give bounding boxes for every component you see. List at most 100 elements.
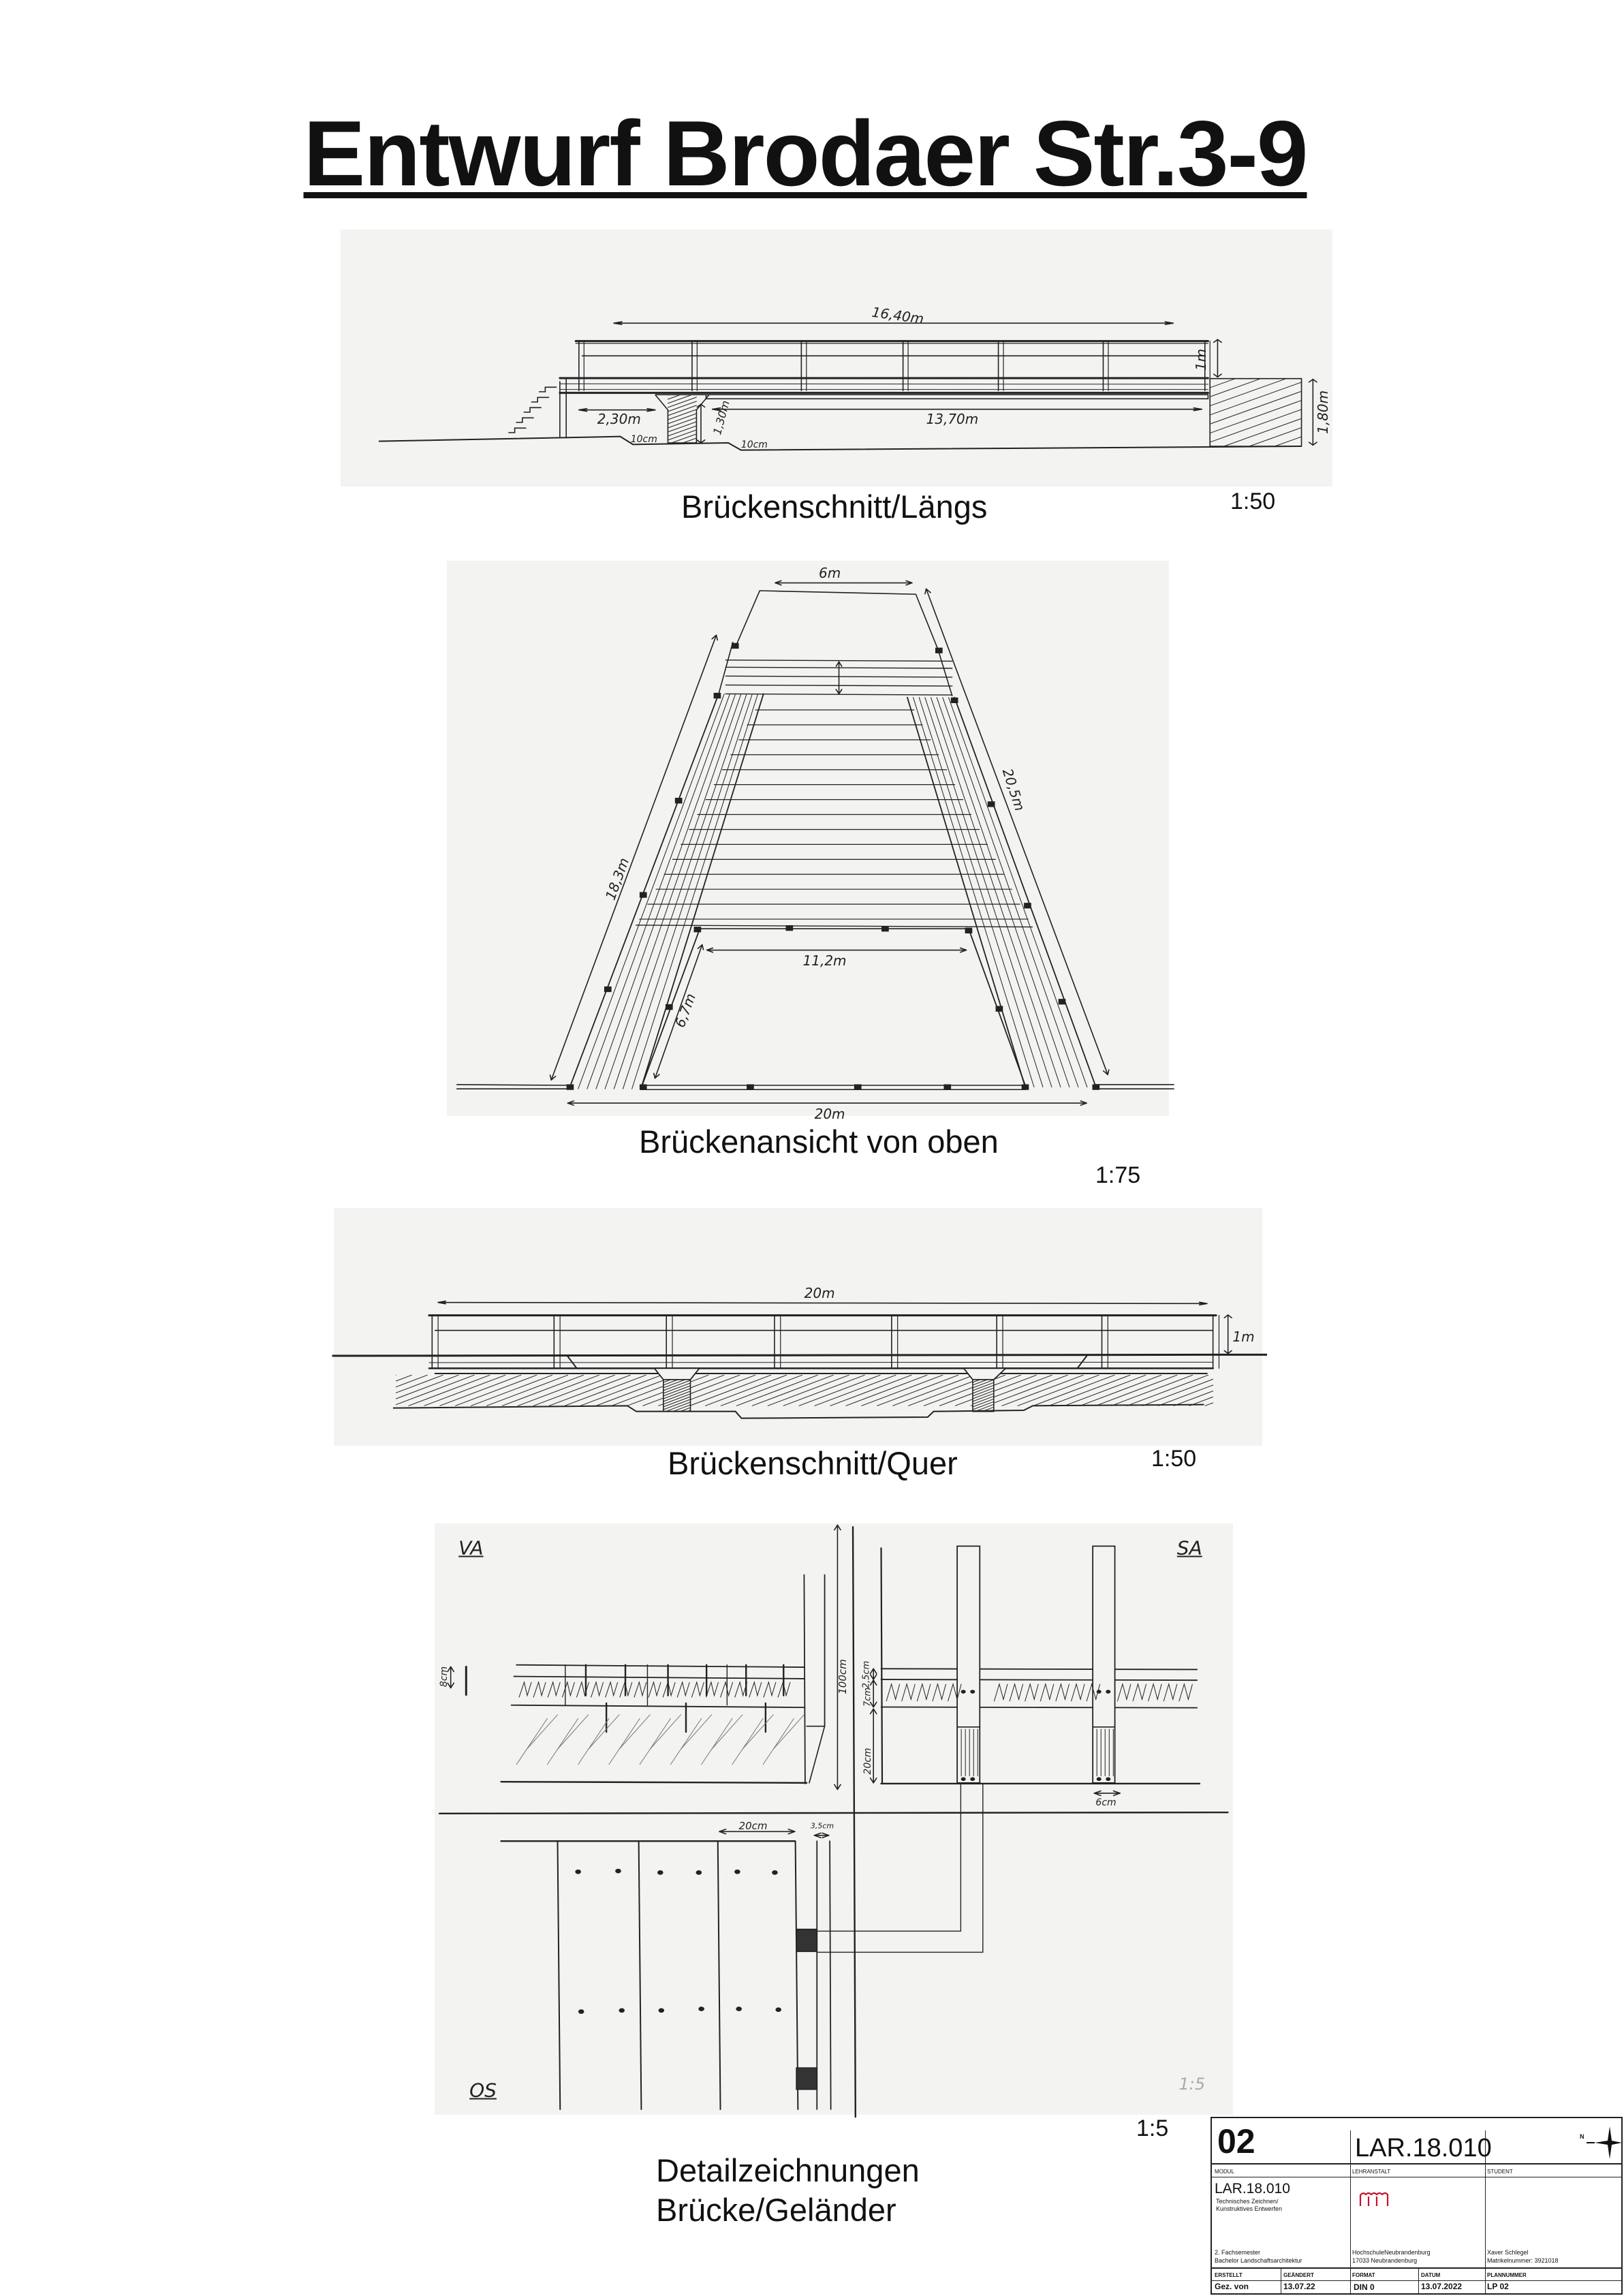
crossbar-edge xyxy=(719,642,733,694)
pier-hatch xyxy=(973,1401,994,1410)
arrow-head xyxy=(871,1675,874,1679)
wood-hatch xyxy=(650,1715,681,1750)
left-arm-board xyxy=(587,694,730,1089)
screw-hole xyxy=(776,2008,781,2012)
pier-cap xyxy=(655,1368,700,1380)
left-arm-board xyxy=(596,694,736,1089)
arrow-head xyxy=(702,945,704,950)
right-arm-board xyxy=(931,698,1061,1087)
pier-hatch xyxy=(973,1382,994,1391)
crossbar-board xyxy=(725,660,952,662)
drawing-top-view xyxy=(447,561,1169,1116)
post-strip xyxy=(830,1841,831,2109)
arrow-head xyxy=(707,948,713,950)
arrow-head xyxy=(550,1075,552,1080)
wood-hatch xyxy=(557,1715,588,1750)
wood-hatch xyxy=(763,1718,794,1764)
dim-rail-7: 7cm xyxy=(862,1688,873,1707)
arrow-head xyxy=(647,410,655,412)
arrow-head xyxy=(1104,1071,1108,1074)
details-sketch: VA SA OS 1:5 100cm 8cm 2,5cm 7cm 20cm 6c… xyxy=(429,1519,1233,2119)
soil-hatch xyxy=(768,1375,849,1406)
school-logo xyxy=(1359,2192,1389,2206)
wood-hatch xyxy=(712,1715,743,1750)
soil-hatch xyxy=(1002,1375,1083,1406)
dim-post-height: 100cm xyxy=(836,1658,849,1694)
wood-grain xyxy=(1056,1684,1069,1701)
wood-hatch xyxy=(516,1718,547,1764)
soil-hatch xyxy=(690,1375,771,1406)
pier-hatch xyxy=(672,434,696,443)
stair-step xyxy=(516,418,533,422)
pier-hatch xyxy=(973,1393,994,1401)
wood-hatch xyxy=(547,1718,578,1764)
bolt-marker xyxy=(640,1085,646,1089)
wood-grain xyxy=(1133,1684,1146,1701)
soil-hatch xyxy=(396,1375,427,1386)
wood-grain xyxy=(706,1682,718,1697)
arrow-head xyxy=(448,1683,451,1688)
pier-hatch xyxy=(673,1405,691,1412)
arrow-head xyxy=(788,1831,795,1833)
rail-line xyxy=(881,1707,1198,1708)
wood-hatch xyxy=(640,1718,670,1764)
wood-hatch xyxy=(773,1715,804,1750)
soil-hatch xyxy=(409,1375,490,1406)
bolt xyxy=(961,1778,965,1780)
wood-grain xyxy=(735,1682,747,1697)
rail-line xyxy=(516,1665,804,1667)
student-id: Matrikelnummer: 3921018 xyxy=(1487,2257,1559,2264)
soil-hatch xyxy=(955,1375,1036,1406)
wood-grain xyxy=(994,1684,1008,1701)
right-arm-board xyxy=(937,698,1069,1087)
soil-hatch xyxy=(396,1375,474,1404)
soil-hatch xyxy=(1080,1375,1161,1406)
arrow-head xyxy=(871,1680,874,1685)
board-edge xyxy=(639,1841,642,2109)
bolt-marker xyxy=(965,928,972,933)
bolt xyxy=(1106,1690,1110,1693)
board-edge xyxy=(557,1841,560,2109)
arrow-head xyxy=(438,1301,446,1303)
arrow-head xyxy=(701,440,705,443)
arrow-head xyxy=(1228,1315,1232,1318)
divider xyxy=(1418,2267,1419,2293)
deck-beam xyxy=(706,394,1208,399)
ground-line xyxy=(333,1354,1267,1356)
value-geaendert: 13.07.22 xyxy=(1283,2282,1315,2291)
arrow-head xyxy=(451,1666,454,1671)
post-block xyxy=(796,2068,817,2089)
pier-hatch xyxy=(668,409,696,420)
arrow-head xyxy=(837,1784,841,1789)
bolt-marker xyxy=(935,648,942,653)
dim-post-width: 6cm xyxy=(1095,1797,1116,1809)
arrow-head xyxy=(839,662,842,666)
wood-grain xyxy=(1025,1684,1039,1701)
arrow-head xyxy=(1313,379,1317,382)
soil-hatch xyxy=(830,1375,911,1406)
board-edge xyxy=(796,1841,798,2109)
right-arm-board xyxy=(954,698,1096,1087)
dim-rail-8: 8cm xyxy=(439,1666,450,1687)
bolt-marker xyxy=(786,925,793,930)
arrow-head xyxy=(717,635,718,640)
arrow-head xyxy=(871,1778,874,1783)
pier-hatch xyxy=(668,401,696,412)
arrow-head xyxy=(719,1829,726,1831)
soil-hatch xyxy=(487,1375,568,1406)
arrow-head xyxy=(698,945,702,949)
wood-hatch xyxy=(743,1715,773,1750)
arrow-head xyxy=(1193,409,1202,411)
soil-hatch xyxy=(986,1375,1067,1406)
bolt-marker xyxy=(747,1085,754,1089)
arrow-head xyxy=(701,404,705,407)
divider xyxy=(1212,2280,1621,2281)
wood-grain xyxy=(663,1682,675,1697)
wood-grain xyxy=(562,1682,574,1697)
soil-hatch xyxy=(440,1375,521,1406)
wood-grain xyxy=(764,1682,776,1697)
screw-hole xyxy=(576,1870,581,1874)
ground-line xyxy=(379,437,1302,450)
arrow-head xyxy=(788,1829,795,1831)
arrow-head xyxy=(1094,1793,1101,1795)
